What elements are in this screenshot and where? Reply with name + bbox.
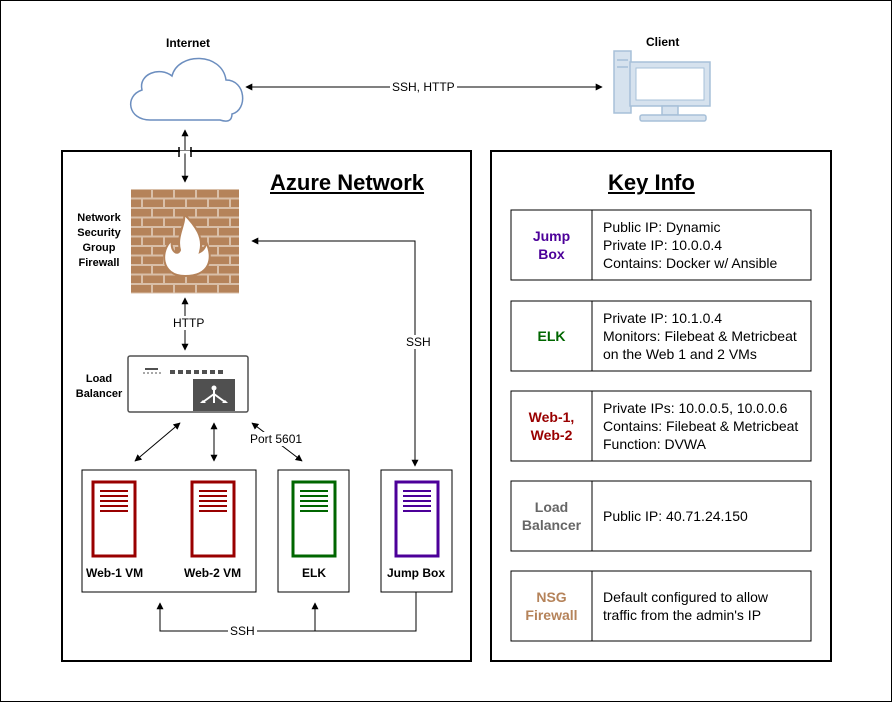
key-row-box	[510, 209, 812, 281]
azure-network-title: Azure Network	[270, 170, 425, 195]
elk-label: ELK	[302, 566, 326, 580]
jumpbox-firewall-connector	[251, 237, 419, 467]
key-row-line: Public IP: Dynamic	[603, 219, 721, 235]
key-row-name-line: Web-2	[530, 427, 573, 443]
internet-client-link-label: SSH, HTTP	[390, 80, 457, 94]
firewall-label: Network Security Group Firewall	[77, 212, 121, 269]
web2-label: Web-2 VM	[184, 566, 242, 580]
key-row-line: on the Web 1 and 2 VMs	[603, 346, 757, 362]
load-balancer-icon	[127, 355, 249, 413]
port-label: Port 5601	[248, 432, 305, 446]
key-row-name-line: ELK	[537, 328, 566, 344]
ssh-bottom-connector	[156, 592, 417, 632]
web2-server-icon	[190, 480, 236, 558]
key-row-name-line: NSG	[536, 589, 567, 605]
jumpbox-server-icon	[394, 480, 440, 558]
key-row-name: Web-1, Web-2	[511, 408, 592, 444]
key-row-line: Public IP: 40.71.24.150	[603, 508, 748, 524]
key-row-box	[510, 300, 812, 372]
azure-network-box	[61, 150, 472, 662]
internet-label: Internet	[166, 36, 211, 50]
web1-label: Web-1 VM	[86, 566, 144, 580]
lb-web1-connector	[134, 422, 181, 462]
client-computer-icon	[613, 50, 711, 122]
key-row-name-line: Jump	[532, 228, 571, 244]
key-row-box	[510, 570, 812, 642]
key-row-name: ELK	[511, 327, 592, 345]
key-row-line: Default configured to allow	[603, 589, 768, 605]
load-balancer-label: Load Balancer	[75, 373, 123, 400]
key-row-name-line: Firewall	[525, 607, 578, 623]
key-info-box	[490, 150, 832, 662]
key-row-line: Private IPs: 10.0.0.5, 10.0.0.6	[603, 400, 788, 416]
client-label: Client	[646, 35, 680, 49]
elk-server-icon	[291, 480, 337, 558]
key-row-line: Contains: Docker w/ Ansible	[603, 255, 778, 271]
key-row-name-line: Load	[534, 499, 569, 515]
key-row-description: Default configured to allow traffic from …	[603, 588, 768, 624]
jumpbox-firewall-link-label: SSH	[404, 335, 433, 349]
key-row-line: Function: DVWA	[603, 436, 706, 452]
key-row-name-line: Web-1,	[528, 409, 575, 425]
key-row-box	[510, 480, 812, 552]
key-row-line: Contains: Filebeat & Metricbeat	[603, 418, 799, 434]
key-row-line: Private IP: 10.0.0.4	[603, 237, 723, 253]
key-row-line: traffic from the admin's IP	[603, 607, 762, 623]
cloud-icon	[129, 57, 244, 122]
key-row-line: Private IP: 10.1.0.4	[603, 310, 723, 326]
key-info-title: Key Info	[608, 170, 695, 195]
key-row-name: NSG Firewall	[511, 588, 592, 624]
key-row-name-line: Balancer	[521, 517, 582, 533]
web1-server-icon	[91, 480, 137, 558]
key-row-box	[510, 390, 812, 462]
jumpbox-label: Jump Box	[387, 566, 446, 580]
key-row-line: Monitors: Filebeat & Metricbeat	[603, 328, 797, 344]
key-row-name-line: Box	[538, 246, 565, 262]
key-row-description: Public IP: 40.71.24.150	[603, 507, 748, 525]
firewall-lb-link-label: HTTP	[171, 316, 207, 330]
ssh-bottom-label: SSH	[228, 624, 257, 638]
flame-icon	[163, 210, 211, 278]
